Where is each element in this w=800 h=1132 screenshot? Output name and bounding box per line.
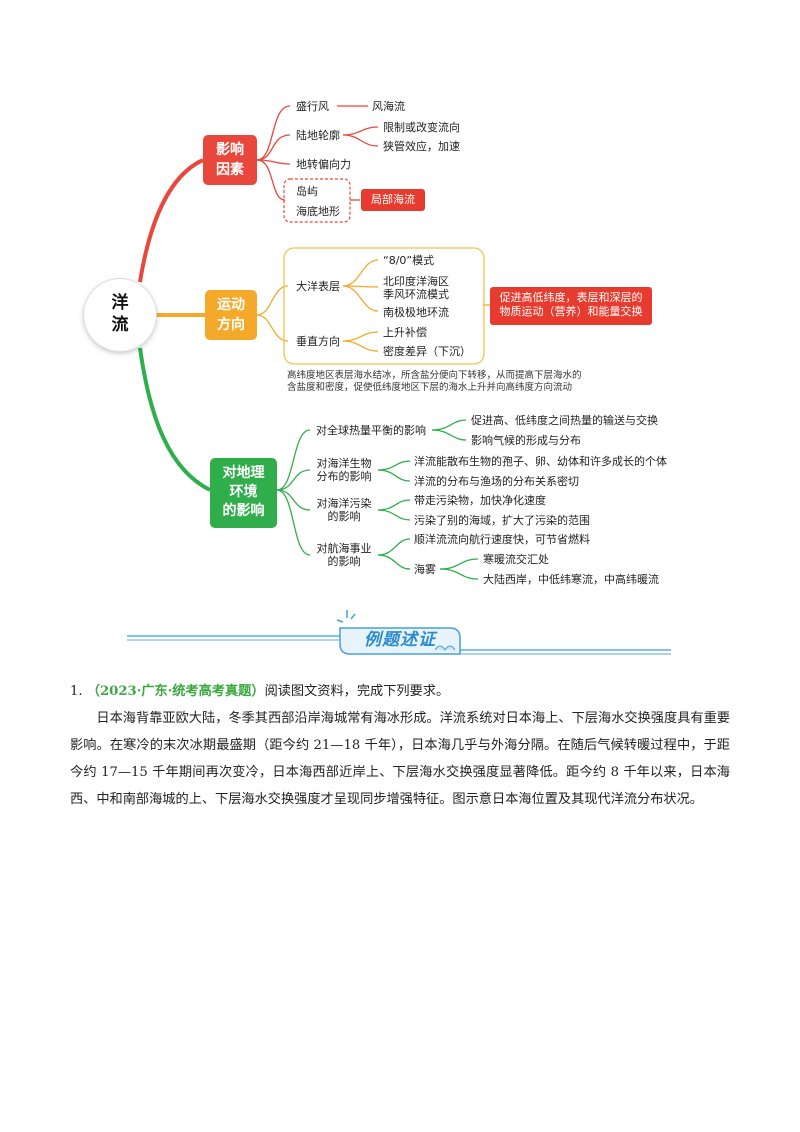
exchange-note-badge: 促进高低纬度，表层和深层的 物质运动（营养）和能量交换 xyxy=(490,287,652,325)
question-header: 1. （2023·广东·统考高考真题）阅读图文资料，完成下列要求。 xyxy=(70,678,730,705)
direction-node: 运动 方向 xyxy=(205,290,257,340)
question-source: （2023·广东·统考高考真题） xyxy=(86,684,265,699)
pollution-line-2: 的影响 xyxy=(327,510,361,523)
surface-item-monsoon: 季风环流模式 xyxy=(383,288,449,301)
wind-current: 风海流 xyxy=(372,100,405,113)
example-banner xyxy=(127,610,671,655)
navigation-impact: 对航海事业 的影响 xyxy=(308,542,380,568)
influence-factors-node: 影响 因素 xyxy=(203,135,257,185)
heat-item-2: 影响气候的形成与分布 xyxy=(471,434,581,447)
pollution-line-1: 对海洋污染 xyxy=(316,497,372,510)
mindmap-connectors xyxy=(138,105,490,580)
direction-title-2: 方向 xyxy=(217,317,245,333)
question-prompt: 阅读图文资料，完成下列要求。 xyxy=(264,684,450,699)
coastline: 陆地轮廓 xyxy=(296,129,340,142)
navigation-item: 顺洋流流向航行速度快，可节省燃料 xyxy=(414,533,590,546)
influence-title-1: 影响 xyxy=(216,142,244,158)
vertical-direction: 垂直方向 xyxy=(296,335,340,348)
question-paragraph: 日本海背靠亚欧大陆，冬季其西部沿岸海城常有海冰形成。洋流系统对日本海上、下层海水… xyxy=(70,711,730,807)
heat-balance: 对全球热量平衡的影响 xyxy=(316,424,426,437)
vertical-item-sinking: 密度差异（下沉） xyxy=(383,345,471,358)
bio-line-2: 分布的影响 xyxy=(316,470,372,483)
mindmap-root: 洋 流 xyxy=(84,279,156,351)
coriolis-force: 地转偏向力 xyxy=(296,158,351,171)
root-label-1: 洋 xyxy=(111,293,129,313)
cloud-icon xyxy=(434,645,456,651)
surface-item-antarctic: 南极极地环流 xyxy=(383,306,449,319)
bio-item-1: 洋流能散布生物的孢子、卵、幼体和许多成长的个体 xyxy=(414,455,667,468)
environment-title-2: 环境 xyxy=(229,484,258,500)
root-label-2: 流 xyxy=(111,315,129,335)
exchange-note-line-1: 促进高低纬度，表层和深层的 xyxy=(499,291,643,304)
surface-item-north-indian: 北印度洋海区 xyxy=(383,275,449,288)
prevailing-wind: 盛行风 xyxy=(296,100,329,113)
environment-title-3: 的影响 xyxy=(222,503,265,519)
sea-fog: 海雾 xyxy=(414,563,436,576)
pollution-impact: 对海洋污染 的影响 xyxy=(308,497,380,523)
bio-distribution: 对海洋生物 分布的影响 xyxy=(308,457,380,483)
ocean-surface: 大洋表层 xyxy=(296,280,340,293)
navigation-line-2: 的影响 xyxy=(327,555,361,568)
heat-item-1: 促进高、低纬度之间热量的输送与交换 xyxy=(471,414,658,427)
coastline-effect-2: 狭管效应，加速 xyxy=(383,140,460,153)
coastline-effect-1: 限制或改变流向 xyxy=(383,121,460,134)
banner-label: 例题述证 xyxy=(364,630,436,650)
environment-title-1: 对地理 xyxy=(222,465,265,481)
seafloor-topography: 海底地形 xyxy=(296,205,340,218)
fog-item-1: 寒暖流交汇处 xyxy=(483,553,549,566)
local-current-badge: 局部海流 xyxy=(361,189,425,211)
vertical-item-upwelling: 上升补偿 xyxy=(383,326,427,339)
pollution-item-1: 带走污染物，加快净化速度 xyxy=(414,494,546,507)
question-number: 1. xyxy=(70,684,83,699)
surface-item-80-mode: “8/0”模式 xyxy=(383,254,435,267)
navigation-line-1: 对航海事业 xyxy=(316,542,372,555)
direction-title-1: 运动 xyxy=(217,297,245,313)
bio-item-2: 洋流的分布与渔场的分布关系密切 xyxy=(414,475,579,488)
island: 岛屿 xyxy=(296,185,318,198)
bio-line-1: 对海洋生物 xyxy=(316,457,372,470)
exchange-note-line-2: 物质运动（营养）和能量交换 xyxy=(499,305,643,318)
fog-item-2: 大陆西岸，中低纬寒流，中高纬暖流 xyxy=(483,573,659,586)
footnote-line-1: 高纬度地区表层海水结冰，所含盐分便向下转移，从而提高下层海水的 xyxy=(287,370,582,381)
environment-node: 对地理 环境 的影响 xyxy=(210,458,277,528)
influence-title-2: 因素 xyxy=(216,162,244,178)
sparkle-icon xyxy=(336,610,356,623)
footnote-line-2: 含盐度和密度，促使低纬度地区下层的海水上升并向高纬度方向流动 xyxy=(287,382,573,393)
pollution-item-2: 污染了别的海域，扩大了污染的范围 xyxy=(414,514,590,527)
